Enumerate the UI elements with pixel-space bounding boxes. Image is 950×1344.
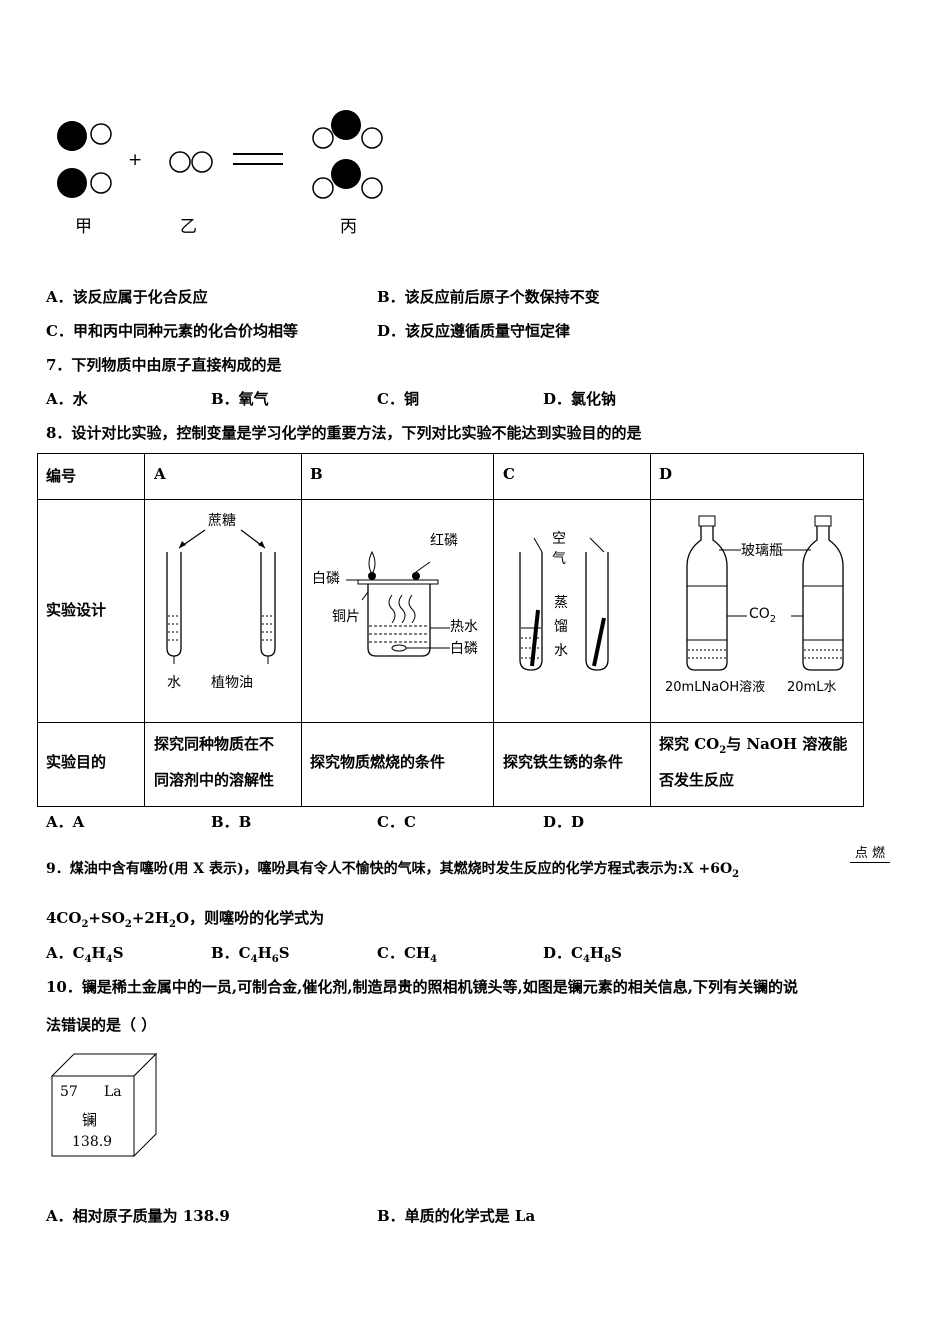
- q7-stem: 7．下列物质中由原子直接构成的是: [46, 356, 282, 374]
- header-b: B: [310, 465, 323, 483]
- header-c: C: [503, 465, 515, 483]
- q10-stem-line2: 法错误的是（ ）: [46, 1016, 157, 1034]
- header-d: D: [659, 465, 673, 483]
- q9-option-a[interactable]: A．C4H4S: [46, 944, 124, 965]
- table-cell: [301, 453, 494, 500]
- figure-a-water-label: 水: [167, 675, 181, 691]
- plus-sign: +: [128, 150, 143, 170]
- figure-b-red-phosphorus: 红磷: [430, 533, 458, 549]
- q9-stem-line2: 4CO2+SO2+2H2O，则噻吩的化学式为: [46, 909, 325, 930]
- figure-b-combustion: 红磷 白磷 铜片 热水 白磷: [302, 500, 493, 722]
- q9-option-d[interactable]: D．C4H8S: [543, 944, 622, 965]
- figure-a-test-tubes: 蔗糖 水 植物油: [145, 500, 301, 722]
- purpose-d-line1: 探究 CO2与 NaOH 溶液能: [659, 735, 848, 756]
- q7-option-b[interactable]: B．氧气: [211, 390, 269, 408]
- atom-large: [57, 168, 87, 198]
- figure-d-bottles: 玻璃瓶 CO2 20mLNaOH溶液 20mL水: [651, 500, 863, 722]
- figure-c-water-2: 馏: [554, 619, 568, 635]
- q10-option-a[interactable]: A．相对原子质量为 138.9: [46, 1207, 230, 1225]
- q8-option-c[interactable]: C．C: [377, 813, 416, 831]
- q6-option-a[interactable]: A．该反应属于化合反应: [46, 288, 208, 306]
- q8-option-a[interactable]: A．A: [46, 813, 85, 831]
- q9-option-b[interactable]: B．C4H6S: [211, 944, 290, 965]
- element-card: 57 La 镧 138.9: [50, 1052, 160, 1160]
- q7-option-c[interactable]: C．铜: [377, 390, 419, 408]
- q7-option-a[interactable]: A．水: [46, 390, 88, 408]
- atom-small: [191, 151, 213, 173]
- figure-b-svg: [346, 550, 450, 657]
- q10-stem-line1: 10．镧是稀土金属中的一员,可制合金,催化剂,制造昂贵的照相机镜头等,如图是镧元…: [46, 978, 798, 996]
- reaction-diagram: + 甲 乙 丙: [40, 100, 400, 240]
- label-jia: 甲: [75, 217, 92, 237]
- figure-b-white-phosphorus-bottom: 白磷: [450, 641, 478, 657]
- figure-c-air-2: 气: [552, 551, 566, 567]
- figure-d-water-label: 20mL水: [787, 680, 837, 695]
- figure-a-oil-label: 植物油: [211, 675, 253, 691]
- figure-c-water-1: 蒸: [554, 595, 568, 611]
- reaction-svg: [57, 110, 383, 199]
- figure-c-rusting: 空 气 蒸 馏 水: [494, 500, 650, 722]
- q6-option-b[interactable]: B．该反应前后原子个数保持不变: [377, 288, 600, 306]
- table-cell: [493, 453, 651, 500]
- figure-a-sugar-label: 蔗糖: [208, 513, 236, 529]
- atom-small: [361, 177, 383, 199]
- q6-option-d[interactable]: D．该反应遵循质量守恒定律: [377, 322, 571, 340]
- element-atomic-number: 57: [60, 1084, 78, 1100]
- label-bing: 丙: [340, 217, 357, 237]
- figure-d-svg: [686, 515, 844, 671]
- header-a: A: [154, 465, 166, 483]
- q9-arrow-line: [850, 862, 890, 863]
- atom-large: [331, 110, 361, 140]
- q9-reaction-condition: 点 燃: [850, 842, 890, 863]
- figure-c-air-1: 空: [552, 531, 566, 547]
- atom-small: [361, 127, 383, 149]
- figure-a-svg: [166, 529, 276, 664]
- atom-small: [169, 151, 191, 173]
- q6-option-c[interactable]: C．甲和丙中同种元素的化合价均相等: [46, 322, 298, 340]
- figure-c-water-3: 水: [554, 643, 568, 659]
- q8-experiment-table: 编号 A B C D 实验设计 实验目的 探究同种物质在不 同溶剂中的溶解性 探…: [37, 453, 864, 807]
- purpose-d-line2: 否发生反应: [659, 771, 735, 789]
- row-design-label: 实验设计: [46, 601, 107, 619]
- q10-option-b[interactable]: B．单质的化学式是 La: [377, 1207, 536, 1225]
- purpose-b: 探究物质燃烧的条件: [310, 753, 446, 771]
- atom-large: [57, 121, 87, 151]
- figure-d-naoh-label: 20mLNaOH溶液: [665, 680, 766, 695]
- figure-b-white-phosphorus-top: 白磷: [312, 571, 340, 587]
- q8-option-b[interactable]: B．B: [211, 813, 252, 831]
- q9-option-c[interactable]: C．CH4: [377, 944, 438, 965]
- purpose-a-line2: 同溶剂中的溶解性: [154, 771, 275, 789]
- q8-option-d[interactable]: D．D: [543, 813, 585, 831]
- row-purpose-label: 实验目的: [46, 753, 107, 771]
- element-card-svg: [50, 1052, 158, 1158]
- figure-b-hot-water: 热水: [450, 619, 478, 635]
- atom-large: [331, 159, 361, 189]
- purpose-a-line1: 探究同种物质在不: [154, 735, 275, 753]
- purpose-c: 探究铁生锈的条件: [503, 753, 624, 771]
- atom-small: [90, 172, 112, 194]
- header-label: 编号: [46, 467, 77, 485]
- label-yi: 乙: [180, 217, 197, 237]
- figure-c-svg: [519, 537, 609, 671]
- figure-d-co2-label: CO2: [749, 606, 777, 625]
- atom-small: [312, 127, 334, 149]
- atom-small: [90, 123, 112, 145]
- q7-option-d[interactable]: D．氯化钠: [543, 390, 617, 408]
- figure-b-copper: 铜片: [332, 609, 360, 625]
- element-symbol: La: [104, 1084, 122, 1100]
- element-name: 镧: [82, 1111, 98, 1129]
- figure-d-bottle-label: 玻璃瓶: [741, 543, 783, 559]
- table-cell: [144, 453, 302, 500]
- table-cell: [650, 453, 864, 500]
- element-mass: 138.9: [72, 1134, 113, 1150]
- table-cell: [650, 722, 864, 807]
- q8-stem: 8．设计对比实验，控制变量是学习化学的重要方法，下列对比实验不能达到实验目的的是: [46, 424, 642, 442]
- atom-small: [312, 177, 334, 199]
- q9-condition-text: 点 燃: [854, 846, 886, 861]
- q9-stem: 9．煤油中含有噻吩(用 X 表示)，噻吩具有令人不愉快的气味，其燃烧时发生反应的…: [46, 861, 740, 880]
